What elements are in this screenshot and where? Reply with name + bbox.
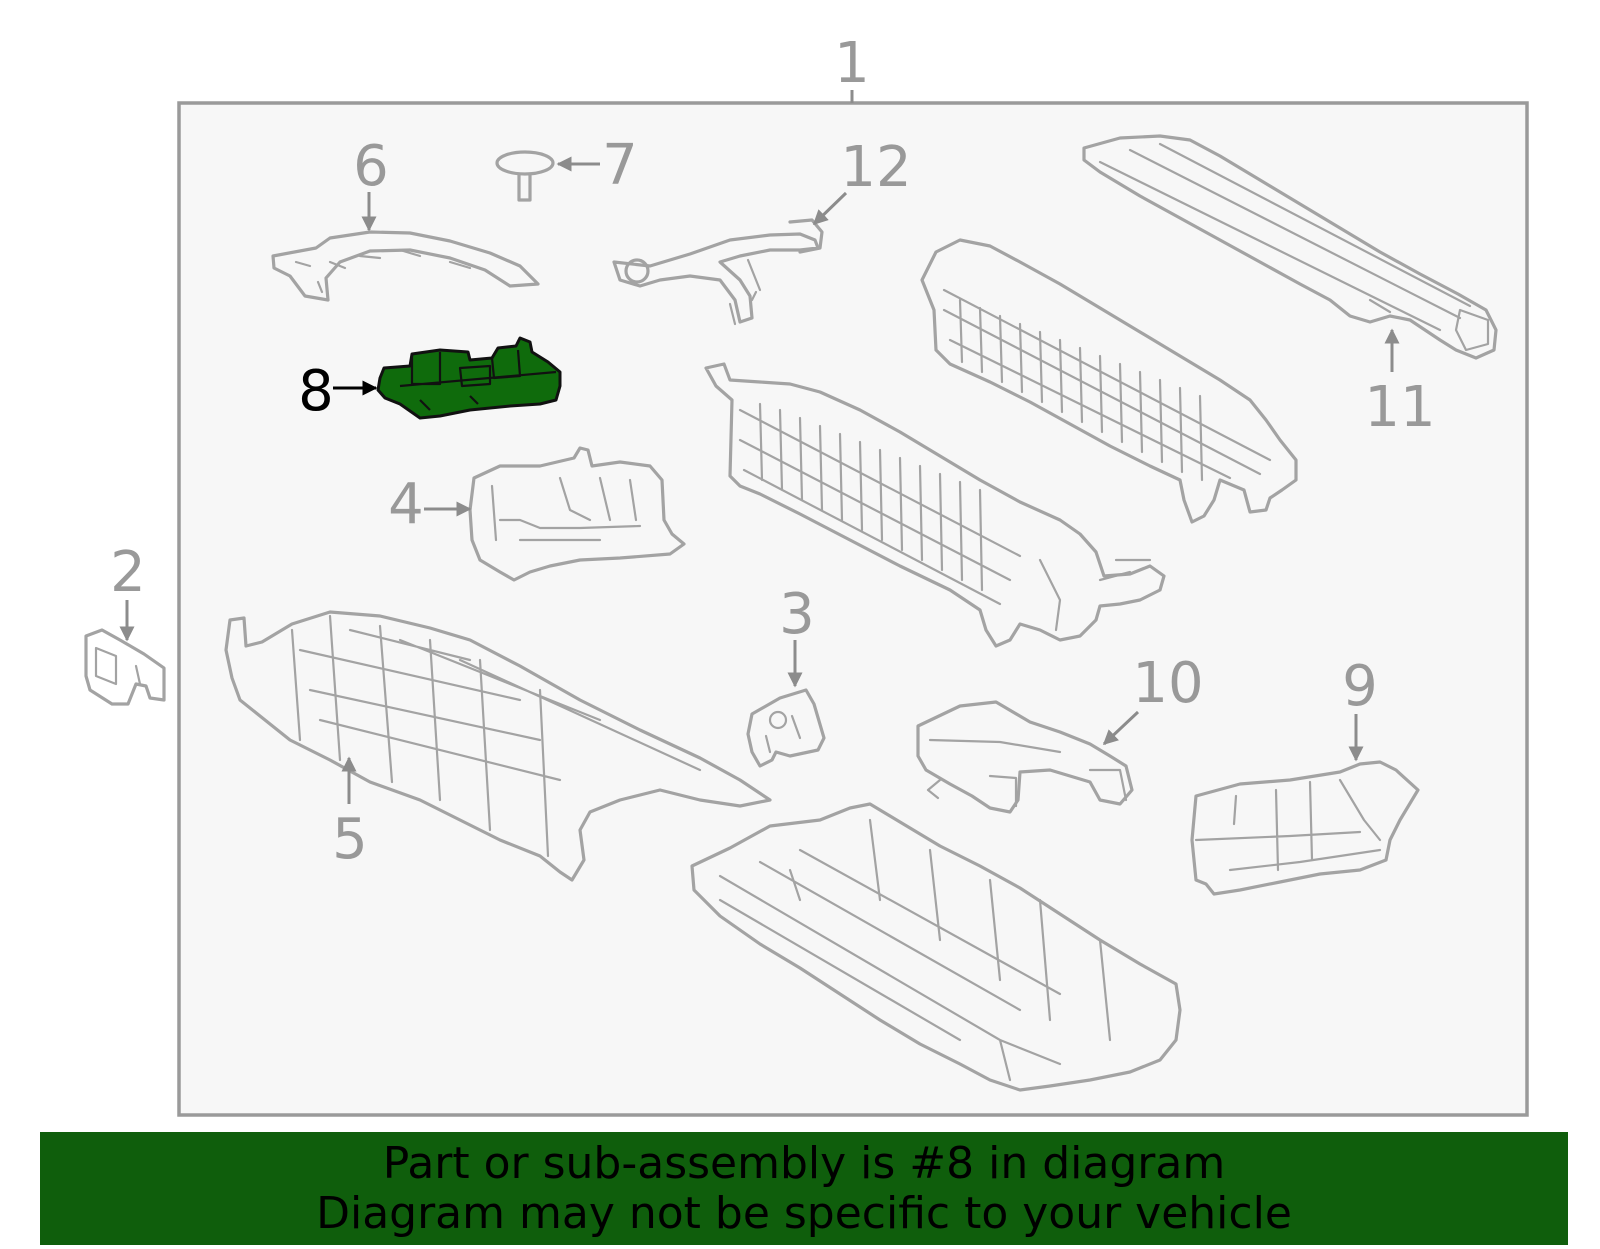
callout-2: 2 (110, 540, 146, 605)
callout-3: 3 (779, 582, 815, 647)
part-2-bracket (84, 628, 166, 706)
lower-tray (690, 802, 1182, 1092)
part-3-bracket (746, 688, 826, 768)
callout-11: 11 (1364, 375, 1435, 440)
callout-1: 1 (834, 31, 870, 96)
banner-line-part: Part or sub-assembly is #8 in diagram (382, 1137, 1226, 1189)
part-9-housing (1190, 760, 1420, 896)
part-8-highlighted (376, 336, 562, 420)
part-5-cover (224, 610, 772, 882)
part-6-bracket (271, 230, 540, 302)
callout-5: 5 (332, 807, 368, 872)
leader-10 (1102, 710, 1140, 746)
callout-9: 9 (1342, 654, 1378, 719)
callout-4: 4 (388, 472, 424, 537)
callout-6: 6 (353, 134, 389, 199)
part-4-frame (468, 446, 686, 582)
callout-12: 12 (840, 135, 911, 200)
battery-module-upper (920, 238, 1298, 524)
callout-10: 10 (1132, 651, 1203, 716)
part-10-duct (916, 700, 1134, 814)
leader-12 (812, 191, 848, 226)
part-7-clip (495, 150, 555, 202)
callout-8[interactable]: 8 (298, 359, 334, 424)
part-11-duct (1082, 134, 1498, 360)
info-banner: Part or sub-assembly is #8 in diagram Di… (40, 1132, 1568, 1245)
banner-line-disclaimer: Diagram may not be specific to your vehi… (316, 1187, 1292, 1239)
battery-module-middle (704, 362, 1166, 648)
assembly-frame (177, 101, 1529, 1117)
part-12-harness (612, 218, 824, 326)
callout-7: 7 (602, 133, 638, 198)
